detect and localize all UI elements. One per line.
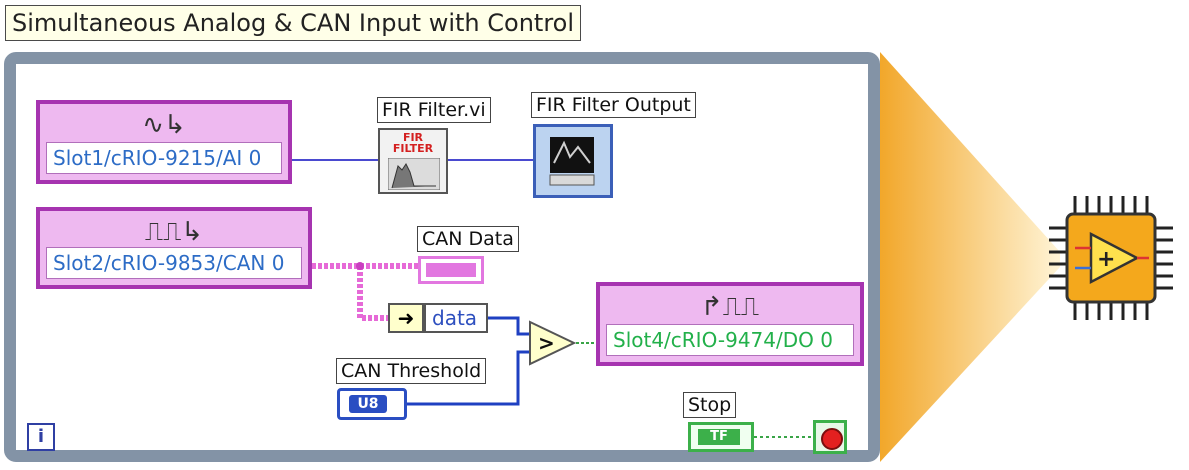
- stop-boolean-control[interactable]: TF: [688, 422, 754, 452]
- digital-output-channel: Slot4/cRIO-9474/DO 0: [606, 324, 854, 356]
- diagram-title: Simultaneous Analog & CAN Input with Con…: [5, 5, 582, 41]
- can-data-label: CAN Data: [417, 226, 519, 252]
- digital-output-node[interactable]: ↱⎍⎍ Slot4/cRIO-9474/DO 0: [596, 282, 864, 366]
- stop-if-true-icon: [821, 428, 843, 450]
- unbundle-field-data: data: [424, 303, 488, 333]
- deploy-beam: [880, 52, 1060, 462]
- fir-filter-subvi[interactable]: FIR FILTER: [378, 128, 448, 194]
- tf-type-tag: TF: [698, 429, 740, 445]
- greater-than-symbol: >: [538, 331, 555, 355]
- fpga-chip-icon: +: [1041, 188, 1181, 328]
- stop-label: Stop: [683, 392, 737, 418]
- u8-type-tag: U8: [349, 395, 387, 413]
- analog-waveform-icon: ∿↳: [142, 110, 186, 140]
- greater-than-node[interactable]: >: [528, 320, 578, 366]
- can-threshold-control[interactable]: U8: [337, 388, 407, 420]
- fir-filter-vi-label: FIR Filter.vi: [377, 97, 491, 123]
- chip-graphic: +: [1049, 196, 1173, 320]
- can-data-indicator[interactable]: [418, 256, 484, 284]
- cluster-icon: [426, 263, 476, 277]
- unbundle-by-name[interactable]: ➜: [388, 303, 424, 333]
- fir-filter-output-label: FIR Filter Output: [531, 92, 696, 118]
- analog-input-channel: Slot1/cRIO-9215/AI 0: [46, 142, 282, 174]
- can-threshold-label: CAN Threshold: [336, 358, 487, 384]
- waveform-graph-icon: [549, 137, 595, 186]
- iteration-terminal[interactable]: i: [27, 423, 55, 451]
- can-input-node[interactable]: ⎍⎍↳ Slot2/cRIO-9853/CAN 0: [36, 207, 312, 289]
- fir-icon-line1: FIR: [402, 131, 424, 144]
- can-input-channel: Slot2/cRIO-9853/CAN 0: [46, 247, 302, 279]
- fir-icon-line2: FILTER: [392, 142, 434, 155]
- digital-pulse-icon: ↱⎍⎍: [700, 292, 760, 322]
- filter-response-icon: [388, 158, 440, 190]
- analog-input-node[interactable]: ∿↳ Slot1/cRIO-9215/AI 0: [36, 100, 292, 184]
- svg-text:+: +: [1097, 247, 1115, 272]
- fir-filter-output-graph[interactable]: [533, 124, 613, 198]
- loop-condition-terminal[interactable]: [813, 420, 847, 454]
- can-frame-icon: ⎍⎍↳: [144, 217, 204, 247]
